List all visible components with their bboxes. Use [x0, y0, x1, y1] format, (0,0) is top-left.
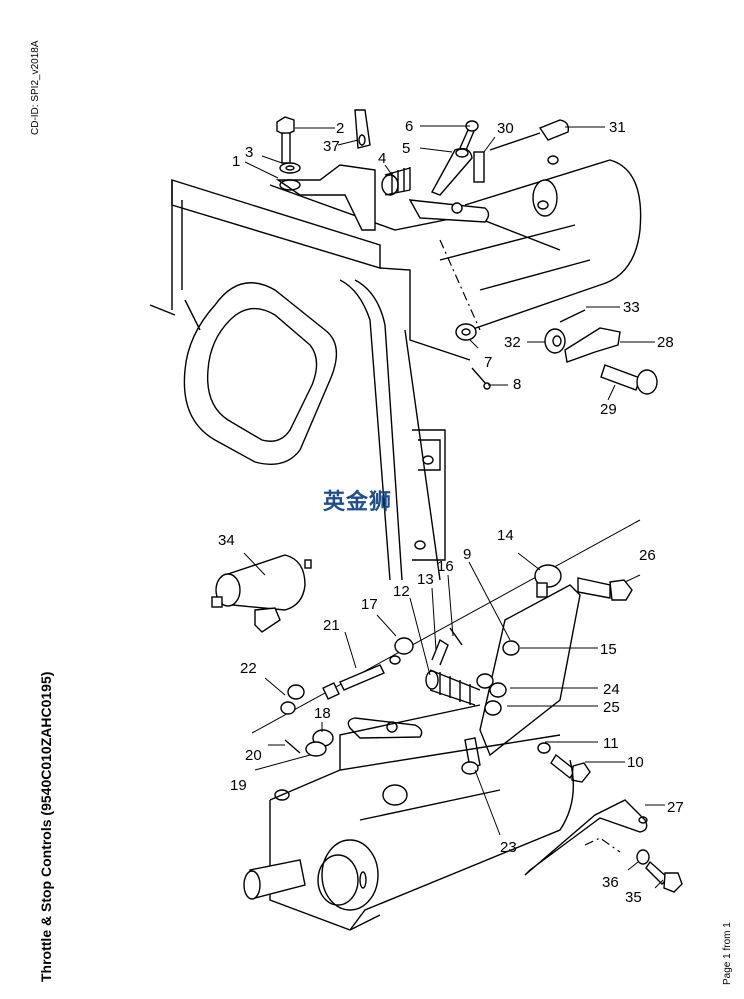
washer-3: [279, 162, 301, 174]
callout-22: 22: [240, 660, 257, 677]
callout-1: 1: [232, 153, 240, 170]
split-pin-33: [559, 309, 586, 323]
bolt-35: [645, 860, 683, 893]
timing-housing: [149, 179, 561, 581]
bracket-1: [275, 164, 376, 231]
pin-29: [600, 364, 658, 395]
callout-25: 25: [603, 699, 620, 716]
callout-5: 5: [402, 140, 410, 157]
plate-lever: [408, 199, 490, 223]
governor-bracket-9: [476, 584, 581, 757]
callout-24: 24: [603, 681, 620, 698]
washer-32: [544, 328, 566, 354]
callout-18: 18: [314, 705, 331, 722]
bolt-26: [577, 577, 633, 601]
callout-26: 26: [639, 547, 656, 564]
callout-33: 33: [623, 299, 640, 316]
callout-36: 36: [602, 874, 619, 891]
knob-14: [534, 564, 562, 598]
nipple-30: [473, 151, 485, 183]
callout-29: 29: [600, 401, 617, 418]
screw-23: [461, 737, 481, 775]
gear-cover-opening: [183, 282, 338, 465]
injection-pump-upper: [439, 155, 642, 331]
cable-31: [489, 119, 570, 151]
bolt-10: [550, 753, 591, 783]
callout-17: 17: [361, 596, 378, 613]
callout-2: 2: [336, 120, 344, 137]
callout-14: 14: [497, 527, 514, 544]
callout-30: 30: [497, 120, 514, 137]
callout-7: 7: [484, 354, 492, 371]
callout-31: 31: [609, 119, 626, 136]
adjuster-21: [322, 664, 385, 700]
washer-11: [537, 742, 551, 754]
callout-12: 12: [393, 583, 410, 600]
callout-15: 15: [600, 641, 617, 658]
watermark: 英金狮: [323, 490, 393, 515]
washer-36: [636, 849, 650, 865]
callout-4: 4: [378, 150, 386, 167]
callout-37: 37: [323, 138, 340, 155]
callout-9: 9: [463, 546, 471, 563]
springs-12-13: [425, 638, 481, 706]
callout-13: 13: [417, 571, 434, 588]
solenoid-34: [211, 554, 312, 633]
link-37: [354, 109, 371, 149]
clamp-17: [389, 637, 414, 665]
screw-6: [459, 120, 479, 151]
spring-4: [381, 167, 411, 196]
washer-7: [455, 323, 477, 341]
callout-35: 35: [625, 889, 642, 906]
injection-pump-lower: [243, 704, 575, 931]
callout-6: 6: [405, 118, 413, 135]
callout-34: 34: [218, 532, 235, 549]
callout-21: 21: [323, 617, 340, 634]
bolt-2: [276, 116, 295, 164]
bracket-27: [524, 799, 648, 876]
callout-11: 11: [603, 735, 619, 752]
fork-28: [564, 327, 621, 363]
leader-lines: [243, 125, 665, 889]
pin-20: [284, 739, 301, 754]
washers-18-19: [305, 729, 334, 757]
lever-5: [430, 147, 473, 196]
callout-28: 28: [657, 334, 674, 351]
pin-8: [471, 367, 491, 390]
callout-labels: 1 2 3 4 5 6 7 8 9 10 11 12 13 14 15 16 1…: [218, 118, 684, 906]
callout-8: 8: [513, 376, 521, 393]
throttle-rod: [251, 519, 641, 734]
callout-27: 27: [667, 799, 684, 816]
clamp-22: [280, 684, 305, 715]
callout-23: 23: [500, 839, 517, 856]
callout-19: 19: [230, 777, 247, 794]
callout-20: 20: [245, 747, 262, 764]
callout-3: 3: [245, 144, 253, 161]
lever-plate: [347, 717, 423, 739]
callout-10: 10: [627, 754, 644, 771]
callout-32: 32: [504, 334, 521, 351]
callout-16: 16: [437, 558, 454, 575]
split-pin-16: [449, 627, 463, 646]
